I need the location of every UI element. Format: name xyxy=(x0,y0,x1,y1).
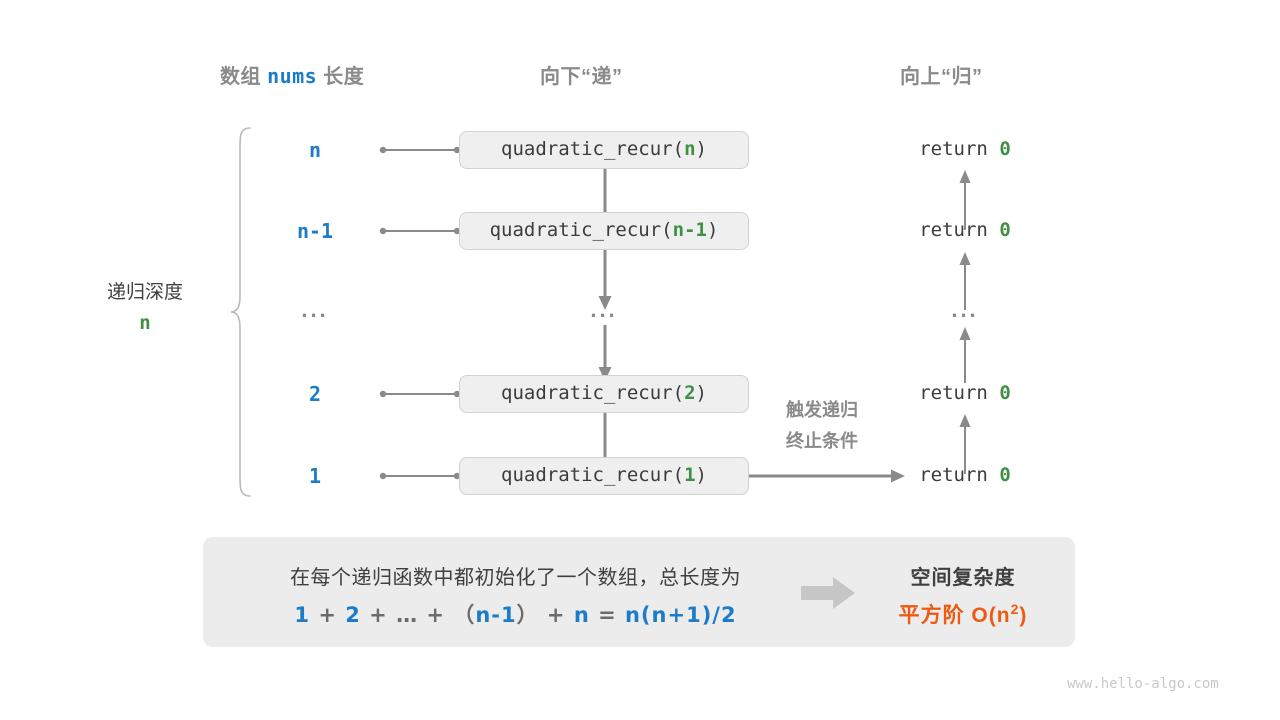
call-box-1-arg: n xyxy=(684,138,696,160)
recursion-depth-title: 递归深度 xyxy=(106,282,183,303)
connector-line-2 xyxy=(378,223,462,239)
header-descend: 向下“递” xyxy=(540,66,623,88)
call-box-2-arg: n-1 xyxy=(672,219,707,241)
header-array-prefix: 数组 xyxy=(220,66,268,88)
call-box-5-arg: 1 xyxy=(684,464,696,486)
call-box-5-suffix: ) xyxy=(695,464,707,486)
ascend-arrow-4 xyxy=(957,414,973,474)
formula-op-4: = xyxy=(589,603,625,627)
header-array-code: nums xyxy=(267,64,318,88)
connector-line-1 xyxy=(378,142,462,158)
descend-arrow-3 xyxy=(596,325,614,383)
return-label-1-value: 0 xyxy=(999,138,1011,160)
depth-number-5: 1 xyxy=(308,464,322,488)
call-box-5[interactable]: quadratic_recur(1) xyxy=(459,457,749,495)
summary-arrow-icon xyxy=(801,575,857,611)
call-box-ellipsis: ... xyxy=(590,297,618,322)
header-array-suffix: 长度 xyxy=(317,66,365,88)
call-box-4-arg: 2 xyxy=(684,382,696,404)
return-label-5-value: 0 xyxy=(999,464,1011,486)
call-box-1-prefix: quadratic_recur( xyxy=(501,138,685,160)
formula-term-2: 2 xyxy=(345,603,361,627)
return-label-4: return 0 xyxy=(885,382,1045,404)
termination-note: 触发递归 终止条件 xyxy=(757,395,887,456)
ascend-arrow-2 xyxy=(957,252,973,310)
depth-number-4: 2 xyxy=(308,382,322,406)
return-label-2-text: return xyxy=(919,219,1000,241)
complexity-value-prefix: 平方阶 O(n xyxy=(898,604,1011,627)
return-label-2: return 0 xyxy=(885,219,1045,241)
return-label-2-value: 0 xyxy=(999,219,1011,241)
depth-number-1: n xyxy=(308,138,322,162)
termination-note-line2: 终止条件 xyxy=(786,430,858,451)
call-box-4[interactable]: quadratic_recur(2) xyxy=(459,375,749,413)
return-label-5: return 0 xyxy=(885,464,1045,486)
summary-panel: 在每个递归函数中都初始化了一个数组，总长度为 1 + 2 + … + （n-1）… xyxy=(203,537,1075,647)
return-label-1: return 0 xyxy=(885,138,1045,160)
connector-line-4 xyxy=(378,386,462,402)
header-ascend: 向上“归” xyxy=(900,66,983,88)
call-box-5-prefix: quadratic_recur( xyxy=(501,464,685,486)
formula-term-4: n xyxy=(573,603,590,627)
descend-arrow-2 xyxy=(596,250,614,312)
termination-note-line1: 触发递归 xyxy=(786,400,858,420)
ascend-arrow-3 xyxy=(957,327,973,383)
formula-op-3: ） + xyxy=(516,603,574,627)
return-label-1-text: return xyxy=(919,138,1000,160)
return-label-4-value: 0 xyxy=(999,382,1011,404)
call-box-2[interactable]: quadratic_recur(n-1) xyxy=(459,212,749,250)
call-box-1-suffix: ) xyxy=(695,138,707,160)
header-array-length: 数组 nums 长度 xyxy=(220,60,364,89)
call-box-2-suffix: ) xyxy=(706,219,719,241)
call-box-1[interactable]: quadratic_recur(n) xyxy=(459,131,749,169)
depth-number-ellipsis: ... xyxy=(301,297,329,322)
recursion-depth-value: n xyxy=(139,312,151,335)
summary-formula: 1 + 2 + … + （n-1） + n = n(n+1)/2 xyxy=(228,599,803,629)
complexity-value: 平方阶 O(n2) xyxy=(863,599,1063,629)
complexity-value-exponent: 2 xyxy=(1010,601,1020,617)
base-case-arrow xyxy=(749,468,909,484)
formula-term-1: 1 xyxy=(294,603,311,627)
call-box-4-prefix: quadratic_recur( xyxy=(501,382,685,404)
return-label-ellipsis: ... xyxy=(951,297,979,322)
call-box-2-prefix: quadratic_recur( xyxy=(489,219,673,241)
ascend-arrow-1 xyxy=(957,170,973,230)
watermark: www.hello-algo.com xyxy=(1067,676,1219,692)
complexity-title: 空间复杂度 xyxy=(910,567,1016,589)
call-box-4-suffix: ) xyxy=(695,382,707,404)
formula-op-2: + … + （ xyxy=(360,603,476,627)
connector-line-5 xyxy=(378,468,462,484)
recursion-depth-label: 递归深度 n xyxy=(85,278,205,339)
formula-term-5: n(n+1)/2 xyxy=(624,603,737,627)
depth-brace xyxy=(228,126,254,498)
depth-number-2: n-1 xyxy=(296,219,334,243)
return-label-5-text: return xyxy=(919,464,1000,486)
complexity-value-suffix: ) xyxy=(1019,604,1028,627)
return-label-4-text: return xyxy=(919,382,1000,404)
summary-description: 在每个递归函数中都初始化了一个数组，总长度为 xyxy=(290,567,741,589)
formula-op-1: + xyxy=(310,603,346,627)
formula-term-3: n-1 xyxy=(475,603,517,627)
